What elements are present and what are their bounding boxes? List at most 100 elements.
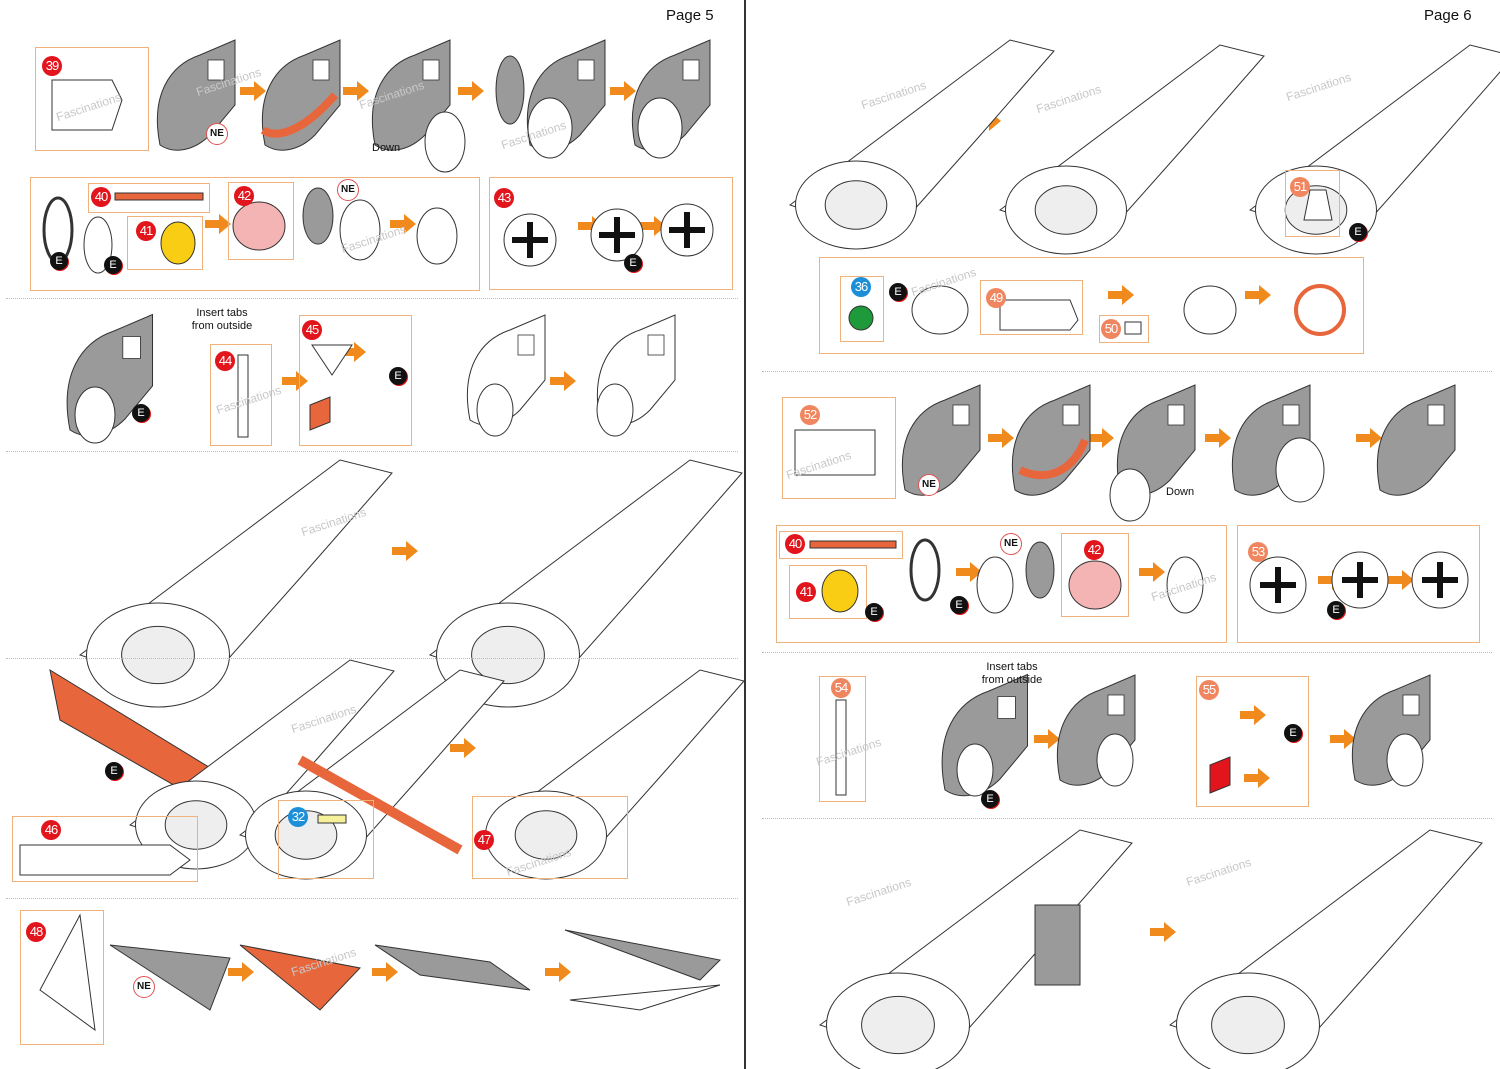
part-42-disc xyxy=(1068,560,1122,610)
steps-40-42-box xyxy=(30,177,480,291)
orange-arrow-icon xyxy=(1245,285,1271,305)
spoke-detail xyxy=(1422,562,1458,598)
step-badge: 47 xyxy=(474,830,494,850)
window-cutout xyxy=(997,696,1016,719)
part-45-drawing xyxy=(309,396,331,431)
part-48-drawing xyxy=(39,913,96,1032)
spoke-detail xyxy=(512,222,548,258)
section-divider xyxy=(6,298,738,299)
orange-arrow-icon xyxy=(1108,285,1134,305)
window-cutout xyxy=(1427,404,1445,426)
step-badge: 42 xyxy=(1084,540,1104,560)
e-marker: E xyxy=(624,254,642,272)
step-51-box xyxy=(1285,170,1340,237)
step-badge: 44 xyxy=(215,351,235,371)
orange-arrow-icon xyxy=(390,214,416,234)
step-49-box xyxy=(980,280,1083,335)
orange-arrow-icon xyxy=(1139,562,1165,582)
e-marker: E xyxy=(1349,223,1367,241)
window-cutout xyxy=(952,404,970,426)
step-54-box xyxy=(819,676,866,802)
wheel-disc xyxy=(1386,733,1424,787)
step-43-box xyxy=(489,177,733,290)
orange-arrow-icon xyxy=(340,342,366,362)
step-47-box xyxy=(472,796,628,879)
ne-marker: NE xyxy=(337,179,359,201)
wheel-disc xyxy=(1109,468,1151,522)
part-49-drawing xyxy=(999,299,1079,331)
steps-36-50-box xyxy=(819,257,1364,354)
part-39-drawing xyxy=(51,79,123,131)
step-badge: 46 xyxy=(41,820,61,840)
ne-marker: NE xyxy=(918,474,940,496)
highlight-strip xyxy=(260,92,339,138)
step-41-box xyxy=(127,216,203,270)
part-32-drawing xyxy=(317,814,347,824)
wheel-hub xyxy=(861,995,935,1055)
window-cutout xyxy=(1282,404,1300,426)
window-cutout xyxy=(517,334,535,356)
wheel-disc xyxy=(416,207,458,265)
window-cutout xyxy=(1107,694,1125,716)
fender-panel xyxy=(1034,904,1081,986)
step-badge: 32 xyxy=(288,807,308,827)
spoke-detail xyxy=(599,217,635,253)
step-badge: 40 xyxy=(785,534,805,554)
section-divider xyxy=(762,652,1492,653)
page-number-6: Page 6 xyxy=(1424,7,1472,24)
section-divider xyxy=(762,371,1492,372)
ne-marker: NE xyxy=(206,123,228,145)
wheel-disc xyxy=(527,97,573,159)
wheel-disc xyxy=(976,556,1014,614)
window-cutout xyxy=(207,59,225,81)
frame-part xyxy=(569,984,721,1011)
part-45-drawing xyxy=(311,344,353,376)
wheel-hub xyxy=(514,810,578,860)
step-badge: 45 xyxy=(302,320,322,340)
frame-part xyxy=(564,929,722,981)
ring-part xyxy=(909,538,941,602)
orange-arrow-icon xyxy=(640,216,666,236)
down-label: Down xyxy=(1166,486,1195,498)
wheel-disc xyxy=(476,383,514,437)
window-cutout xyxy=(682,59,700,81)
window-cutout xyxy=(1402,694,1420,716)
wheel-hub xyxy=(471,625,545,685)
orange-arrow-icon xyxy=(1356,428,1382,448)
step-55-box xyxy=(1196,676,1309,807)
axle-part-40 xyxy=(114,192,204,201)
step-badge: 50 xyxy=(1101,319,1121,339)
part-42-disc xyxy=(232,201,286,251)
wheel-hub xyxy=(1211,995,1285,1055)
part-52-drawing xyxy=(794,429,876,476)
spoke-detail xyxy=(669,212,705,248)
wheel-cap xyxy=(495,55,525,125)
part-36-drawing xyxy=(848,305,874,331)
step-42-box xyxy=(228,182,294,260)
orange-arrow-icon xyxy=(1205,428,1231,448)
e-marker: E xyxy=(50,252,68,270)
orange-arrow-icon xyxy=(1034,729,1060,749)
orange-arrow-icon xyxy=(458,81,484,101)
ne-marker: NE xyxy=(133,976,155,998)
page-number-5: Page 5 xyxy=(666,7,714,24)
wheel-cap xyxy=(1025,541,1055,599)
e-marker: E xyxy=(1327,601,1345,619)
part-54-strip xyxy=(835,699,847,796)
orange-arrow-icon xyxy=(1244,768,1270,788)
step-45-box xyxy=(299,315,412,446)
gear-ring xyxy=(1183,285,1237,335)
wheel-hub xyxy=(824,180,888,230)
orange-arrow-icon xyxy=(610,81,636,101)
orange-arrow-icon xyxy=(228,962,254,982)
e-marker: E xyxy=(981,790,999,808)
step-41-box-p6 xyxy=(789,565,867,619)
step-42-box-p6 xyxy=(1061,533,1129,617)
e-marker: E xyxy=(389,367,407,385)
window-cutout xyxy=(422,59,440,81)
spoke-detail xyxy=(1342,562,1378,598)
fender-panel xyxy=(1376,384,1456,496)
e-marker: E xyxy=(132,404,150,422)
step-badge: 49 xyxy=(986,288,1006,308)
